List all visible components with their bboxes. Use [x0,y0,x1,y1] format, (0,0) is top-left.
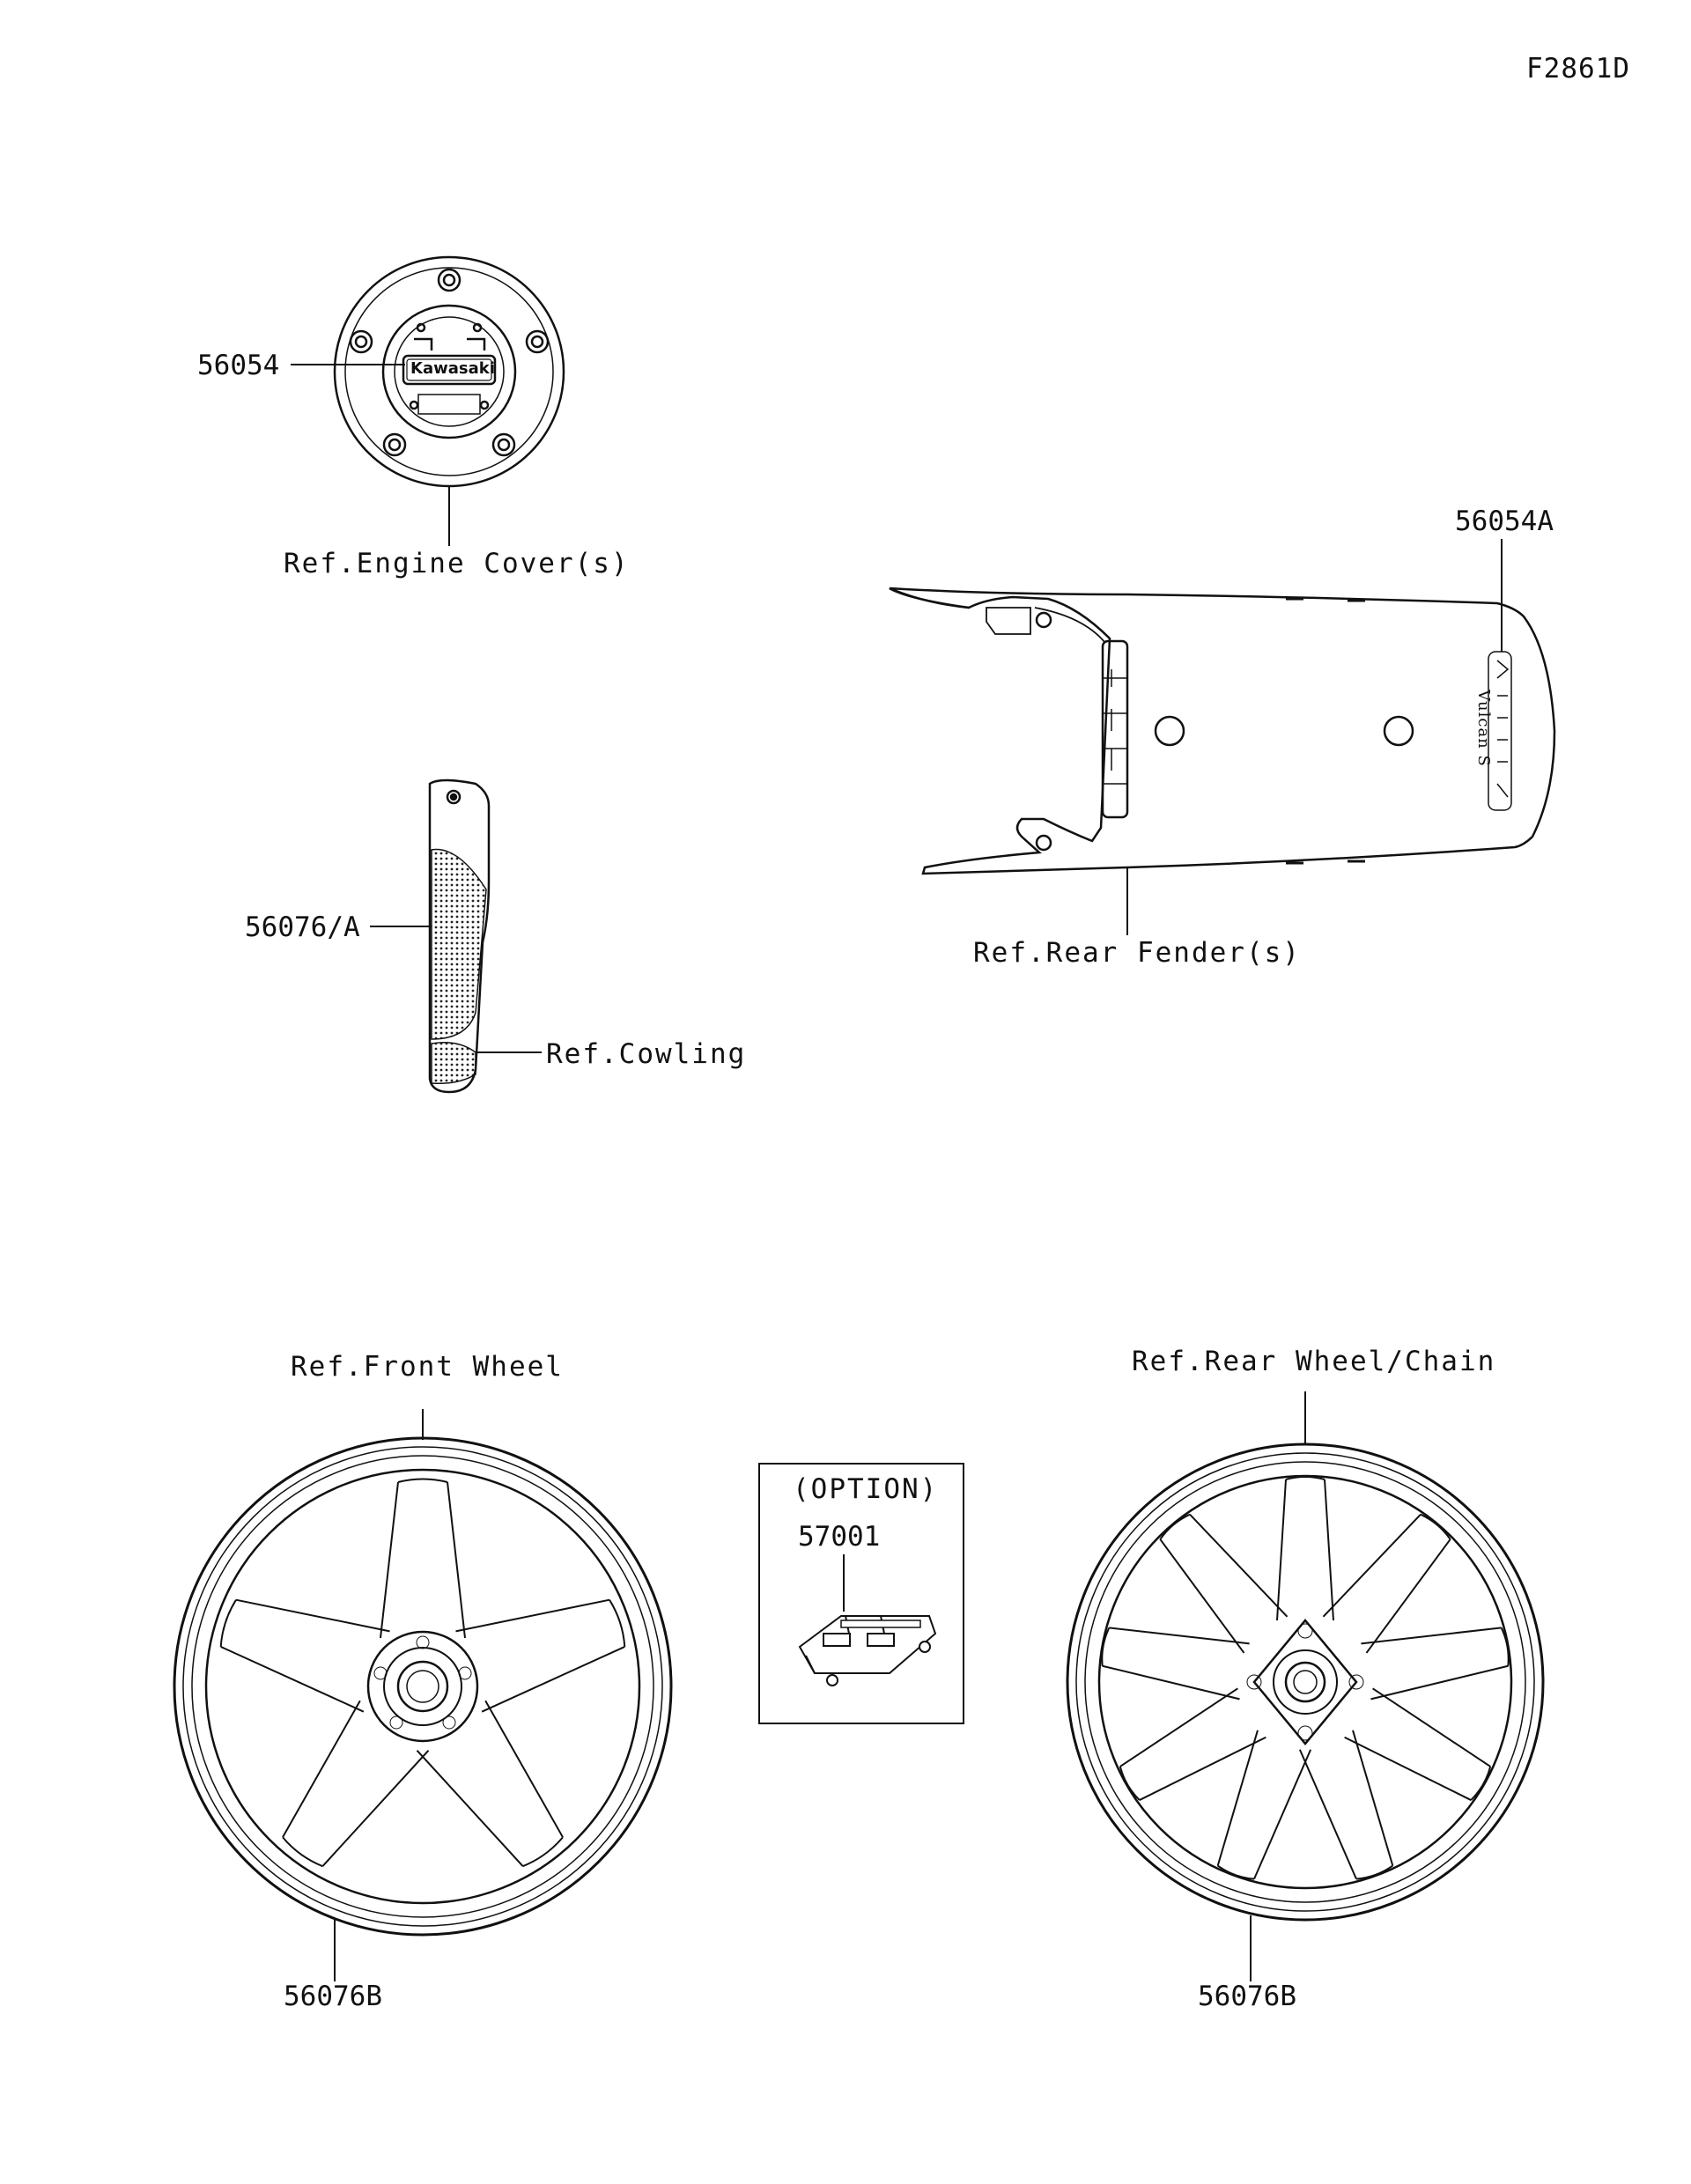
option-part-illustration [798,1615,937,1686]
rear-fender-illustration [889,587,1556,875]
cowling-illustration [428,778,491,1094]
rear-wheel-part-number: 56076B [1198,1981,1296,2012]
diagram-code-label: F2861D [1526,53,1630,85]
rear-fender-ref-label: Ref.Rear Fender(s) [973,937,1301,969]
rear-fender-part-number: 56054A [1455,505,1554,537]
option-title: (OPTION) [793,1473,939,1505]
kawasaki-emblem-text: Kawasaki [410,359,495,378]
front-wheel-part-number: 56076B [284,1981,382,2012]
engine-cover-part-number: 56054 [197,350,280,381]
engine-cover-ref-label: Ref.Engine Cover(s) [284,548,630,579]
option-box [758,1463,964,1724]
rear-wheel-illustration [1066,1442,1545,1922]
cowling-ref-label: Ref.Cowling [546,1038,747,1070]
front-wheel-illustration [173,1436,673,1937]
cowling-part-number: 56076/A [245,911,360,943]
rear-wheel-ref-label: Ref.Rear Wheel/Chain [1132,1346,1496,1377]
option-part-number: 57001 [798,1521,881,1553]
front-wheel-ref-label: Ref.Front Wheel [291,1351,564,1383]
vulcan-s-logo-text: Vulcan S [1473,690,1493,767]
